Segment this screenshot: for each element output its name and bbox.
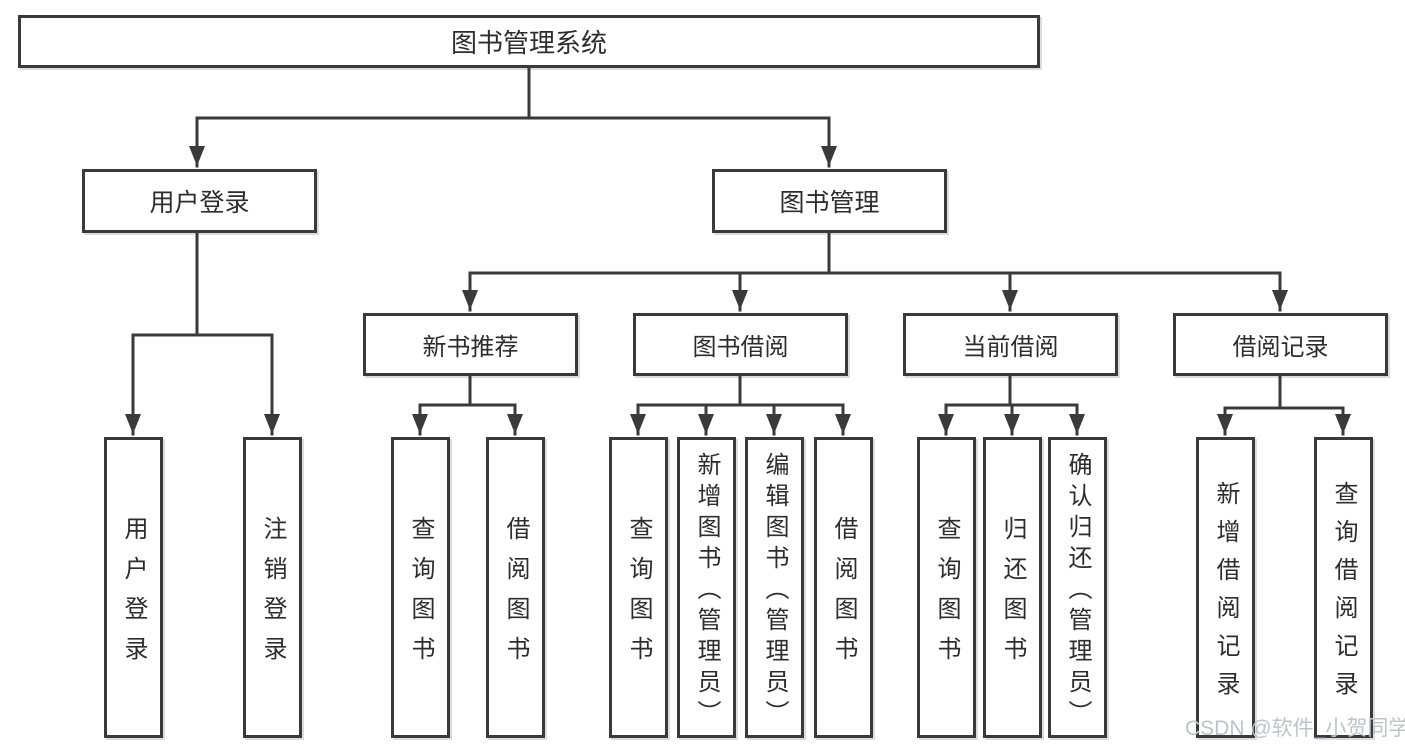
leaf-return-books: 归还图书 — [983, 437, 1042, 738]
node-current-borrow: 当前借阅 — [903, 313, 1118, 376]
leaf-return-books-label: 归还图书 — [999, 515, 1026, 676]
leaf-query-books-3-label: 查询图书 — [933, 515, 960, 676]
leaf-borrow-books-2-label: 借阅图书 — [830, 515, 857, 676]
node-root-label: 图书管理系统 — [450, 28, 607, 58]
leaf-borrow-books-1: 借阅图书 — [486, 437, 545, 738]
leaf-user-login-label: 用户登录 — [120, 515, 147, 676]
leaf-edit-books-admin: 编辑图书（管理员） — [745, 437, 804, 738]
leaf-add-borrow-record: 新增借阅记录 — [1196, 437, 1255, 738]
leaf-edit-books-admin-label: 编辑图书（管理员） — [761, 451, 788, 731]
leaf-add-borrow-record-label: 新增借阅记录 — [1212, 480, 1239, 709]
leaf-add-books-admin: 新增图书（管理员） — [677, 437, 736, 738]
leaf-query-books-2-label: 查询图书 — [625, 515, 652, 676]
node-borrow-records-label: 借阅记录 — [1232, 334, 1329, 361]
node-new-book-recommend-label: 新书推荐 — [422, 334, 519, 361]
leaf-query-books-3: 查询图书 — [917, 437, 976, 738]
leaf-add-books-admin-label: 新增图书（管理员） — [693, 451, 720, 731]
leaf-logout-label: 注销登录 — [259, 515, 286, 676]
node-new-book-recommend: 新书推荐 — [363, 313, 578, 376]
node-book-management-label: 图书管理 — [779, 189, 880, 217]
leaf-logout: 注销登录 — [243, 437, 302, 738]
node-book-borrow-label: 图书借阅 — [692, 334, 789, 361]
leaf-borrow-books-2: 借阅图书 — [814, 437, 873, 738]
node-user-login: 用户登录 — [82, 169, 317, 233]
leaf-user-login: 用户登录 — [104, 437, 163, 738]
leaf-confirm-return-admin: 确认归还（管理员） — [1048, 437, 1107, 738]
leaf-borrow-books-1-label: 借阅图书 — [502, 515, 529, 676]
leaf-query-books-1: 查询图书 — [391, 437, 450, 738]
node-borrow-records: 借阅记录 — [1173, 313, 1388, 376]
csdn-watermark: CSDN @软件_小贺同学 — [1185, 717, 1405, 740]
leaf-query-borrow-record: 查询借阅记录 — [1314, 437, 1373, 738]
leaf-query-borrow-record-label: 查询借阅记录 — [1330, 480, 1357, 709]
node-book-borrow: 图书借阅 — [633, 313, 848, 376]
leaf-query-books-2: 查询图书 — [609, 437, 668, 738]
node-root-system: 图书管理系统 — [18, 15, 1040, 68]
leaf-confirm-return-admin-label: 确认归还（管理员） — [1064, 451, 1091, 731]
node-user-login-label: 用户登录 — [149, 189, 250, 217]
node-current-borrow-label: 当前借阅 — [962, 334, 1059, 361]
node-book-management: 图书管理 — [712, 169, 947, 233]
leaf-query-books-1-label: 查询图书 — [407, 515, 434, 676]
